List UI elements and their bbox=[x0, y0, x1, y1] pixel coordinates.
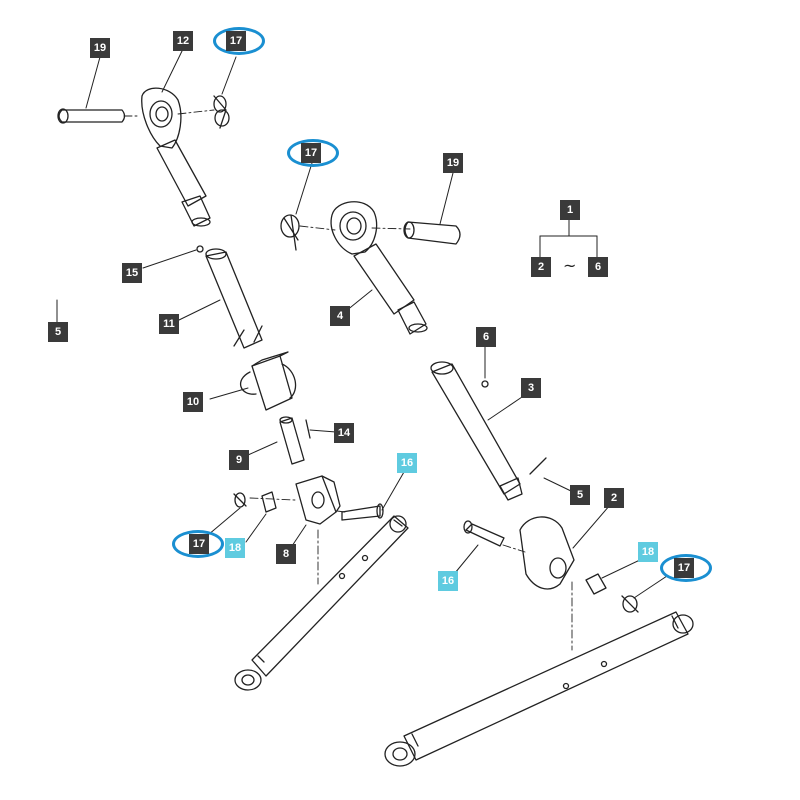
pin-16-left bbox=[341, 503, 384, 521]
callout-5: 5 bbox=[570, 485, 590, 505]
callout-11: 11 bbox=[159, 314, 179, 334]
highlight-ring-17-lower-right bbox=[660, 554, 712, 582]
callout-5-edge: 5 bbox=[48, 322, 68, 342]
washer-18-right bbox=[585, 573, 607, 595]
ball-15 bbox=[196, 245, 204, 253]
clip-17-lower-left bbox=[233, 492, 247, 508]
rod-5 bbox=[529, 457, 547, 475]
clip-17-top bbox=[213, 95, 230, 129]
callout-6-range: 6 bbox=[588, 257, 608, 277]
callout-12: 12 bbox=[173, 31, 193, 51]
callout-2-range: 2 bbox=[531, 257, 551, 277]
callout-2: 2 bbox=[604, 488, 624, 508]
callout-9: 9 bbox=[229, 450, 249, 470]
callout-1: 1 bbox=[560, 200, 580, 220]
pin-19-right bbox=[403, 221, 461, 245]
alignment-lines bbox=[123, 109, 573, 651]
sleeve-10 bbox=[240, 351, 297, 411]
highlight-ring-17-lower-left bbox=[172, 530, 224, 558]
callout-10: 10 bbox=[183, 392, 203, 412]
clip-17-mid bbox=[280, 214, 300, 251]
rod-14 bbox=[305, 419, 311, 439]
clip-17-lower-right bbox=[621, 595, 639, 613]
turnbuckle-end-12 bbox=[141, 87, 211, 227]
callout-4: 4 bbox=[330, 306, 350, 326]
highlight-ring-17-top bbox=[213, 27, 265, 55]
highlight-ring-17-mid bbox=[287, 139, 339, 167]
callout-17-lower-left: 17 bbox=[189, 534, 209, 554]
callout-18-left: 18 bbox=[225, 538, 245, 558]
pin-19-left bbox=[57, 108, 126, 124]
callout-17-top: 17 bbox=[226, 31, 246, 51]
tube-11 bbox=[205, 248, 263, 349]
washer-18-left bbox=[261, 491, 277, 513]
pin-9 bbox=[279, 416, 305, 465]
range-tilde: ~ bbox=[563, 256, 577, 275]
lower-link-right bbox=[384, 611, 694, 767]
lower-link-left bbox=[234, 515, 409, 691]
pin-16-right bbox=[463, 520, 505, 547]
callout-8: 8 bbox=[276, 544, 296, 564]
callout-18-right: 18 bbox=[638, 542, 658, 562]
callout-19-left: 19 bbox=[90, 38, 110, 58]
turnbuckle-end-4 bbox=[330, 201, 428, 335]
callout-17-lower-right: 17 bbox=[674, 558, 694, 578]
ball-6 bbox=[481, 380, 489, 388]
callout-16-left: 16 bbox=[397, 453, 417, 473]
leader-lines bbox=[56, 48, 668, 599]
callout-17-mid: 17 bbox=[301, 143, 321, 163]
callout-16-right: 16 bbox=[438, 571, 458, 591]
clevis-2 bbox=[519, 516, 575, 590]
tube-3 bbox=[430, 361, 523, 501]
callout-19-right: 19 bbox=[443, 153, 463, 173]
callout-6: 6 bbox=[476, 327, 496, 347]
callout-3: 3 bbox=[521, 378, 541, 398]
clevis-8 bbox=[295, 475, 341, 525]
callout-15: 15 bbox=[122, 263, 142, 283]
callout-14: 14 bbox=[334, 423, 354, 443]
